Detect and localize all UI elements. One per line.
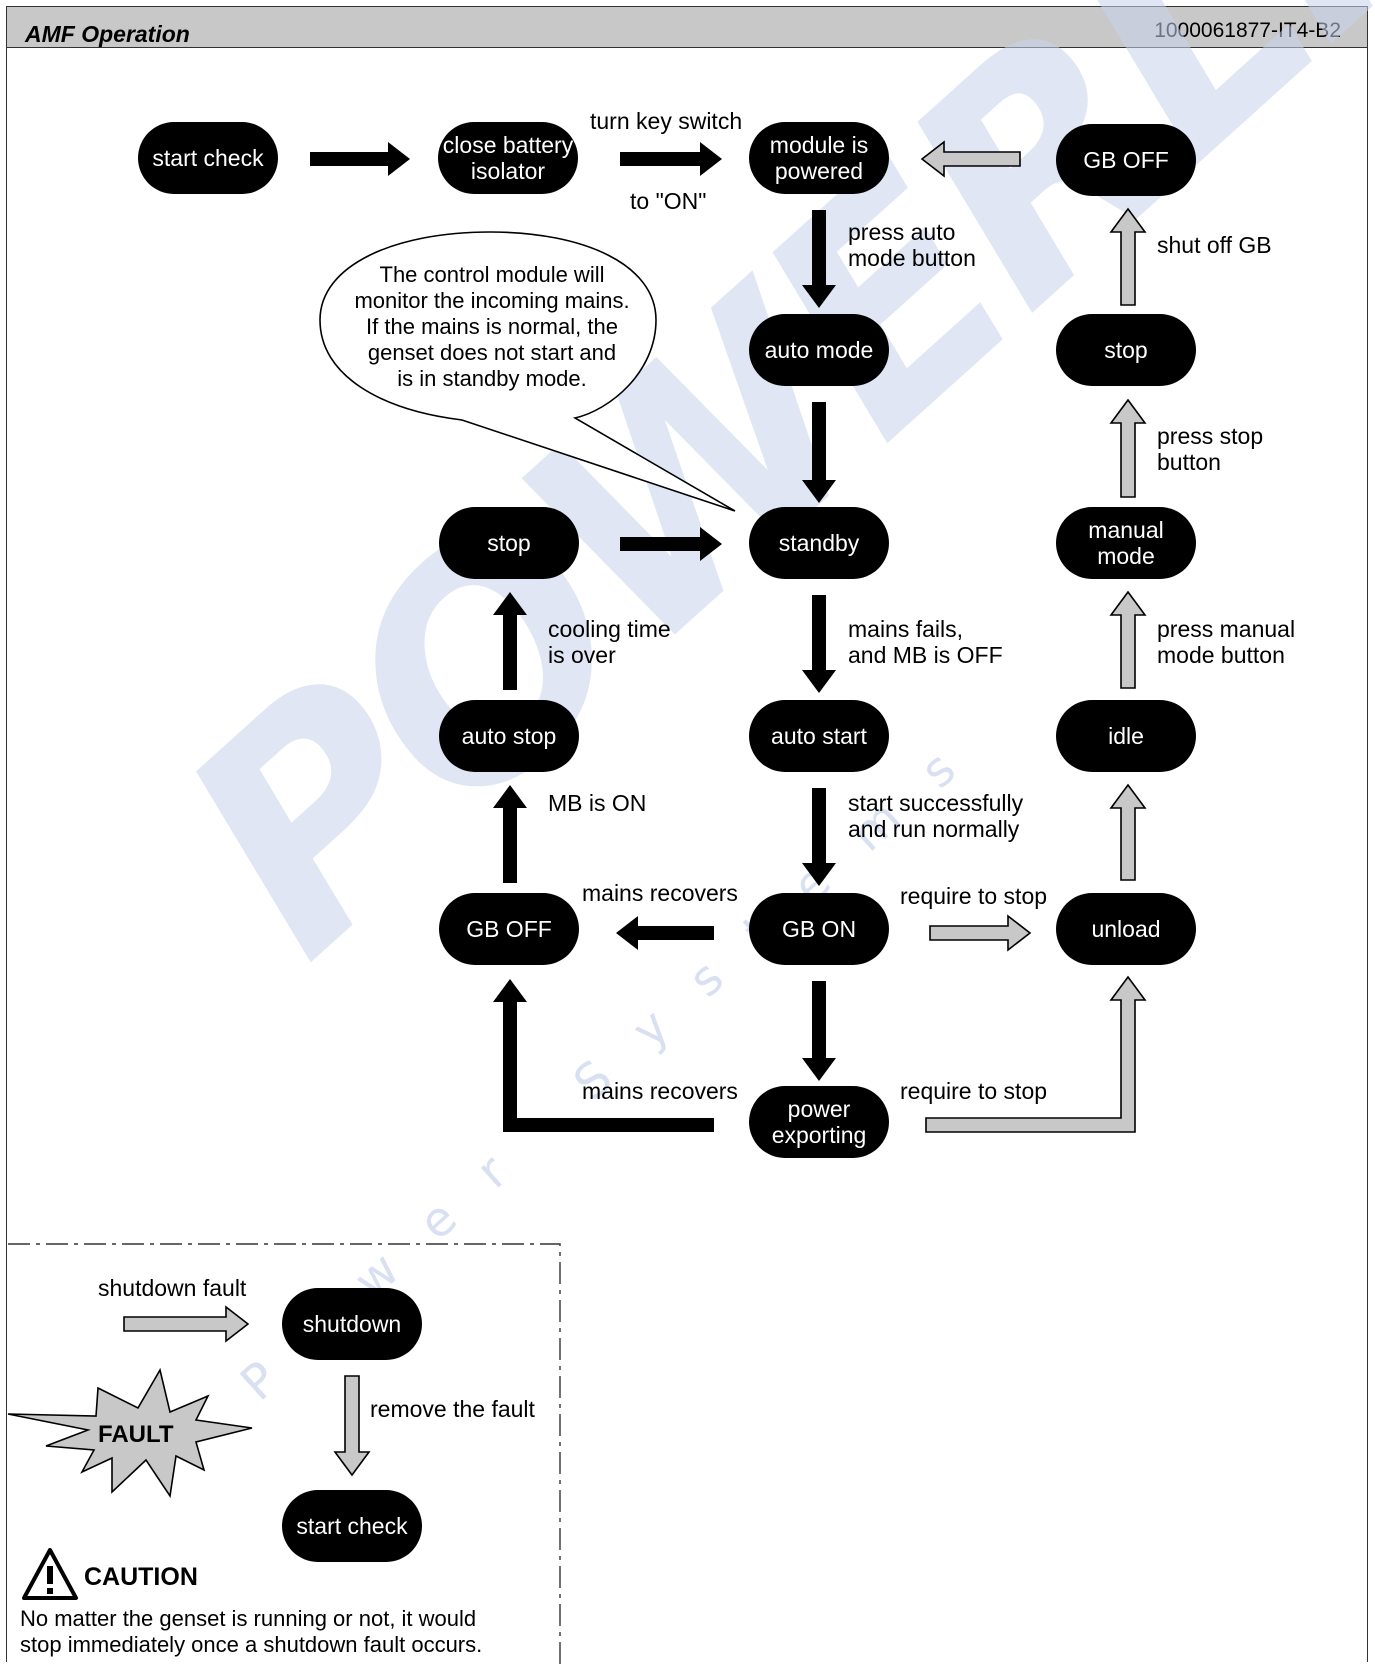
node-gb-on: GB ON (749, 893, 889, 965)
arrow-gbon-to-gboff (616, 916, 714, 950)
arrow-autostop-to-stop (493, 592, 527, 690)
black-arrows (310, 142, 836, 1132)
node-shutdown: shutdown (282, 1288, 422, 1360)
label-mains-recovers-2: mains recovers (582, 1078, 738, 1104)
arrow-start-to-battery (310, 142, 410, 176)
label-turn-key: turn key switch (590, 108, 743, 134)
label-press-auto: press auto mode button (848, 219, 976, 271)
arrow-export-to-gboff (493, 979, 714, 1132)
node-auto-mode: auto mode (749, 314, 889, 386)
arrow-module-to-auto (802, 210, 836, 308)
arrow-manual-to-stop (1109, 398, 1147, 498)
gray-arrows (123, 140, 1147, 1477)
arrow-shutdown-to-startcheck (333, 1375, 371, 1477)
label-require-stop-1: require to stop (900, 883, 1048, 909)
label-mb-on: MB is ON (548, 790, 647, 816)
arrow-gbon-to-unload (929, 914, 1032, 952)
label-cooling: cooling time is over (548, 616, 671, 668)
node-start-check-fault: start check (282, 1490, 422, 1562)
arrow-standby-to-autostart (802, 595, 836, 693)
node-stop-left: stop (439, 507, 579, 579)
node-module-powered: module is powered (749, 122, 889, 194)
label-remove-fault: remove the fault (370, 1396, 535, 1422)
label-press-manual: press manual mode button (1157, 616, 1296, 668)
header-bar: AMF Operation 1000061877-IT4-B2 (6, 6, 1368, 48)
label-to-on: to "ON" (630, 188, 707, 214)
node-auto-stop: auto stop (439, 700, 579, 772)
node-power-exporting: power exporting (749, 1086, 889, 1158)
arrow-stop-to-gboff (1109, 207, 1147, 306)
fault-burst-icon (7, 1367, 253, 1499)
label-shut-off-gb: shut off GB (1157, 232, 1272, 258)
node-stop-right: stop (1056, 314, 1196, 386)
arrow-gboff-to-autostop (493, 785, 527, 883)
label-press-stop: press stop button (1157, 423, 1264, 475)
node-auto-start: auto start (749, 700, 889, 772)
arrow-stop-to-standby (620, 527, 722, 561)
caution-icon (22, 1548, 78, 1600)
arrow-unload-to-idle (1109, 783, 1147, 881)
node-standby: standby (749, 507, 889, 579)
arrow-auto-to-standby (802, 402, 836, 503)
document-code: 1000061877-IT4-B2 (1154, 19, 1341, 42)
caution-title: CAUTION (84, 1563, 198, 1591)
label-mains-fails: mains fails, and MB is OFF (848, 616, 1003, 668)
label-mains-recovers-1: mains recovers (582, 880, 738, 906)
arrow-gbon-to-export (802, 981, 836, 1081)
arrow-fault-to-shutdown (123, 1305, 250, 1343)
node-gb-off-top: GB OFF (1056, 124, 1196, 196)
node-start-check: start check (138, 122, 278, 194)
node-gb-off-left: GB OFF (439, 893, 579, 965)
page-title: AMF Operation (25, 21, 190, 47)
node-manual-mode: manual mode (1056, 507, 1196, 579)
fault-legend-box (8, 1243, 561, 1664)
arrow-gboff-to-module (920, 140, 1021, 178)
arrow-export-to-unload (925, 975, 1147, 1133)
label-start-success: start successfully and run normally (848, 790, 1024, 842)
speech-bubble-text: The control module will monitor the inco… (354, 262, 630, 391)
speech-bubble (319, 231, 736, 512)
arrow-battery-to-module (620, 142, 722, 176)
label-shutdown-fault: shutdown fault (98, 1275, 247, 1301)
caution-text: No matter the genset is running or not, … (20, 1606, 483, 1657)
label-require-stop-2: require to stop (900, 1078, 1048, 1104)
node-idle: idle (1056, 700, 1196, 772)
arrow-autostart-to-gbon (802, 788, 836, 886)
node-unload: unload (1056, 893, 1196, 965)
arrow-idle-to-manual (1109, 590, 1147, 689)
fault-badge: FAULT (98, 1421, 174, 1448)
node-close-battery-isolator: close battery isolator (438, 122, 578, 194)
